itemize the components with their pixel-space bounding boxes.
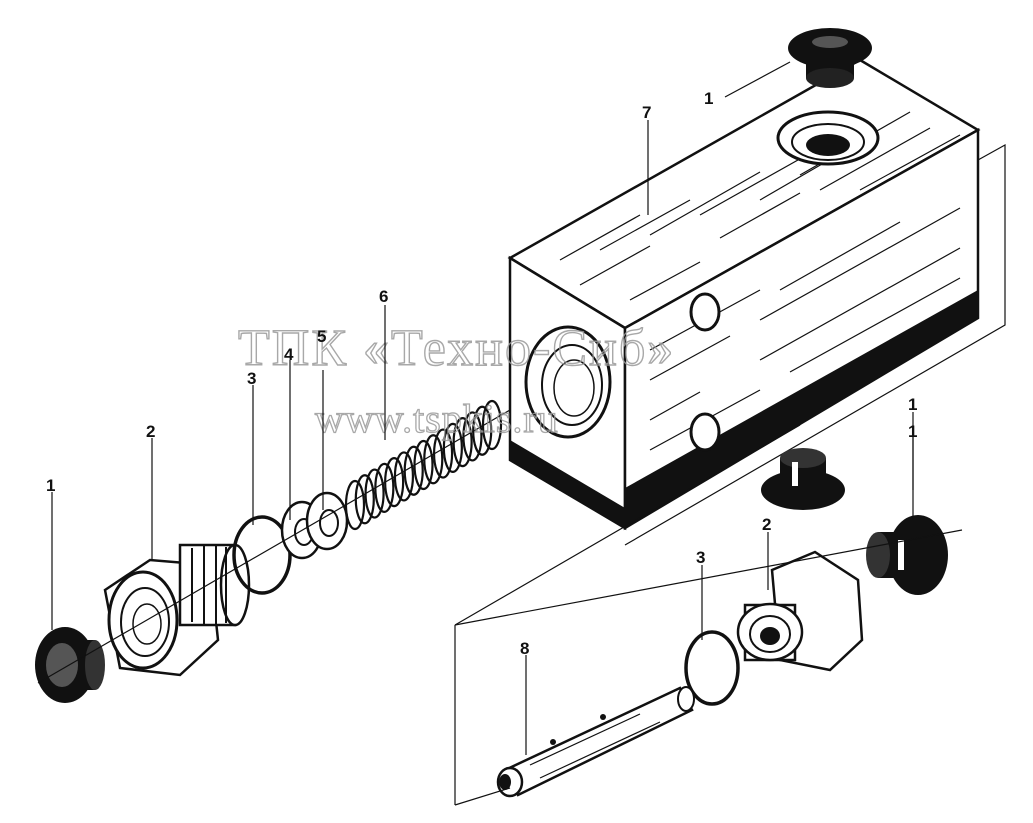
cap-top bbox=[788, 28, 872, 88]
callout-leaders bbox=[51, 61, 914, 755]
fitting-nut-right bbox=[736, 550, 864, 672]
callout-1-top: 1 bbox=[704, 89, 713, 108]
callout-1-left: 1 bbox=[46, 476, 55, 495]
callout-1-right: 1 bbox=[908, 422, 917, 441]
callout-2-left: 2 bbox=[146, 422, 155, 441]
callout-3-left: 3 bbox=[247, 369, 256, 388]
cap-right bbox=[866, 515, 948, 595]
watermark-line2: www.tspkis.ru bbox=[315, 396, 559, 441]
watermark-line1: ТПК «Техно-Сиб» bbox=[238, 320, 675, 377]
plunger-pin bbox=[496, 686, 695, 798]
valve-body bbox=[507, 58, 1006, 546]
callout-7: 7 bbox=[642, 103, 651, 122]
callout-5: 5 bbox=[317, 327, 326, 346]
callout-2-right: 2 bbox=[762, 515, 771, 534]
callout-1-mid: 1 bbox=[908, 395, 917, 414]
o-ring-left bbox=[232, 515, 292, 595]
washer-5 bbox=[305, 491, 349, 551]
callout-3-right: 3 bbox=[696, 548, 705, 567]
cap-left bbox=[35, 627, 105, 703]
callout-4: 4 bbox=[284, 345, 294, 364]
callout-6: 6 bbox=[379, 287, 388, 306]
cap-mid bbox=[761, 448, 845, 510]
fitting-nut-left bbox=[103, 543, 251, 677]
o-ring-right bbox=[684, 630, 740, 706]
assembly-axes bbox=[37, 409, 963, 806]
callout-8: 8 bbox=[520, 639, 529, 658]
